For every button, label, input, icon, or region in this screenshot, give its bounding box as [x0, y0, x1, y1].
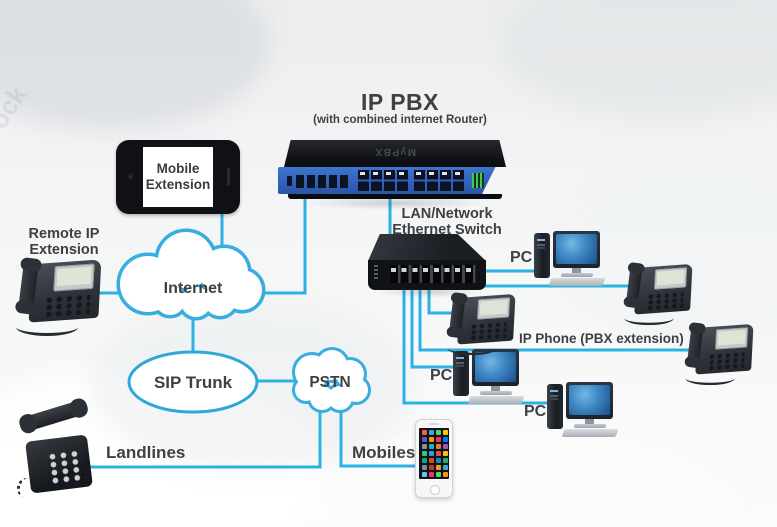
- phone-cord: [685, 371, 735, 386]
- phone-display: [715, 327, 749, 350]
- phone-speaker: [429, 423, 439, 425]
- smartphone-screen: [419, 428, 449, 479]
- mobiles-label: Mobiles: [352, 443, 416, 462]
- pc-middle: [453, 349, 539, 421]
- router-front-panel: [278, 167, 512, 194]
- phone-keypad: [48, 450, 86, 486]
- pc-top: [534, 231, 620, 303]
- line-switch-to-ipphone-far: [418, 272, 692, 352]
- ip-phone-right: [621, 258, 695, 326]
- sip-trunk-label: SIP Trunk: [153, 373, 233, 392]
- phone-display: [53, 263, 95, 292]
- router-power-button: [287, 176, 292, 186]
- phone-keypad: [470, 321, 507, 341]
- phone-keypad: [647, 291, 684, 311]
- phone-speaker: [227, 168, 230, 186]
- mobiles-smartphone: [415, 419, 453, 498]
- ip-phone-center: [444, 288, 518, 356]
- phone-cord: [16, 318, 78, 336]
- mobile-extension-phone: Mobile Extension: [116, 140, 240, 214]
- router-shadow: [300, 196, 490, 210]
- pc-bottom-label: PC: [524, 403, 547, 420]
- pc-monitor: [472, 349, 519, 386]
- pc-tower: [547, 384, 563, 429]
- router-panel-accent: [482, 167, 512, 194]
- ip-phone-label: IP Phone (PBX extension): [519, 331, 684, 346]
- phone-handset: [686, 323, 704, 367]
- router-base: [288, 194, 502, 199]
- remote-ip-label: Remote IP Extension: [28, 226, 100, 259]
- pstn-label: PSTN: [309, 374, 351, 391]
- pc-tower: [453, 351, 469, 396]
- router-top-face: MyPBX: [284, 140, 506, 167]
- landlines-label: Landlines: [106, 443, 186, 462]
- phone-handset: [448, 293, 466, 337]
- phone-cord: [624, 311, 674, 326]
- landline-phone: [14, 399, 98, 501]
- line-internet-to-router: [256, 196, 307, 295]
- page-title: IP PBX: [361, 89, 439, 115]
- pc-tower: [534, 233, 550, 278]
- switch-label: LAN/Network Ethernet Switch: [392, 206, 502, 239]
- phone-handset: [625, 263, 643, 307]
- monitor-base: [561, 273, 593, 277]
- ethernet-switch-device: [368, 234, 486, 294]
- line-switch-to-pc-middle: [410, 272, 461, 369]
- router-led-indicators: [472, 173, 484, 188]
- monitor-base: [480, 391, 512, 395]
- pc-bottom: [547, 382, 633, 454]
- pc-keyboard: [561, 429, 619, 437]
- internet-cloud: [116, 228, 266, 321]
- app-icon-grid: [422, 430, 427, 435]
- phone-camera-icon: [127, 173, 134, 180]
- phone-cord: [447, 341, 497, 356]
- router-port-bank: [414, 170, 464, 191]
- pc-middle-label: PC: [430, 367, 453, 384]
- phone-handset: [17, 259, 40, 313]
- pc-top-label: PC: [510, 249, 533, 266]
- switch-side-leds: [374, 265, 378, 279]
- page-subtitle: (with combined internet Router): [313, 114, 487, 126]
- router-wan-ports: [296, 175, 348, 188]
- pc-monitor: [553, 231, 600, 268]
- router-brand-text: MyPBX: [374, 146, 416, 157]
- monitor-stand: [491, 386, 500, 392]
- internet-label: Internet: [163, 280, 223, 297]
- monitor-base: [574, 424, 606, 428]
- switch-front-panel: [368, 260, 486, 290]
- switch-port-row: [390, 265, 476, 283]
- home-button: [430, 485, 440, 495]
- remote-ip-phone: [12, 252, 104, 336]
- ip-pbx-router-device: MyPBX: [278, 140, 512, 200]
- monitor-stand: [585, 419, 594, 425]
- pc-keyboard: [467, 396, 525, 404]
- router-port-bank: [358, 170, 408, 191]
- phone-keypad: [45, 294, 91, 318]
- phone-display: [477, 297, 511, 320]
- phone-keypad: [708, 351, 745, 371]
- mobile-extension-screen: Mobile Extension: [143, 147, 213, 207]
- ip-phone-far-right: [682, 318, 756, 386]
- pc-monitor: [566, 382, 613, 419]
- phone-display: [654, 267, 688, 290]
- pc-keyboard: [548, 278, 606, 286]
